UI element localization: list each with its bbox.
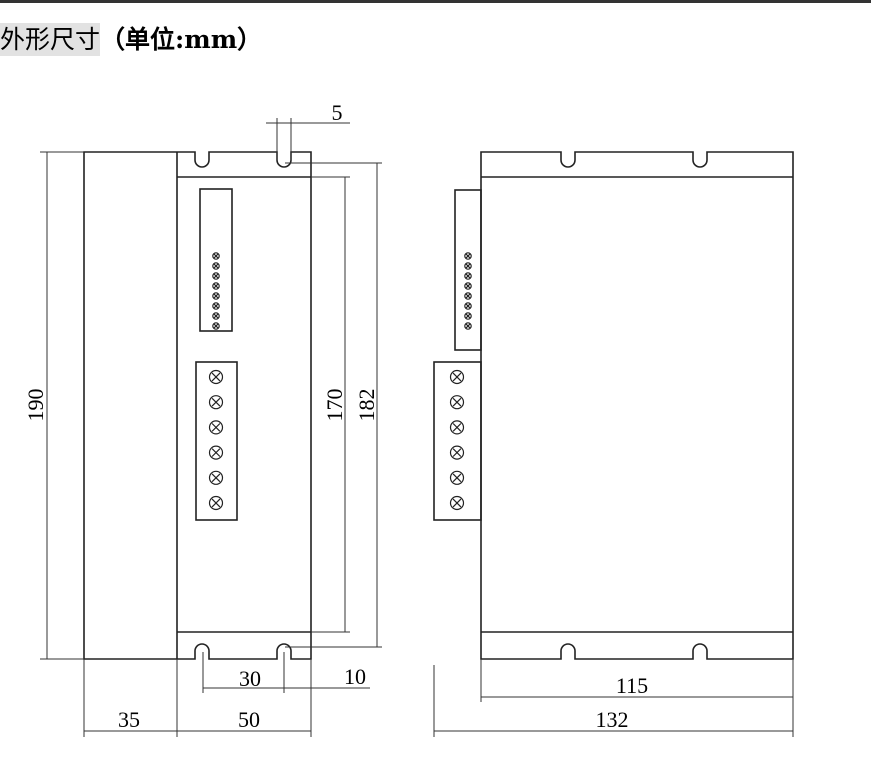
side-outline (480, 151, 794, 660)
dim-182: 182 (354, 389, 379, 422)
led-icon (464, 322, 472, 330)
terminal-screw-icon (449, 395, 465, 410)
terminal-screw-icon (208, 470, 224, 485)
led-icon (212, 292, 220, 300)
led-icon (464, 302, 472, 310)
terminal-screw-icon (449, 420, 465, 435)
terminal-screw-icon (208, 420, 224, 435)
dim-35: 35 (118, 707, 140, 732)
dim-170: 170 (322, 389, 347, 422)
led-icon (464, 292, 472, 300)
terminal-screw-icon (208, 445, 224, 460)
top-rule (0, 0, 871, 3)
side-indicator-panel (454, 189, 482, 351)
front-outline (83, 151, 312, 660)
led-icon (212, 322, 220, 330)
dim-132: 132 (596, 707, 629, 732)
terminal-screw-icon (208, 495, 224, 511)
led-icon (464, 282, 472, 290)
dim-30: 30 (239, 666, 261, 691)
terminal-block (195, 361, 238, 521)
led-icon (212, 252, 220, 260)
dim-190: 190 (23, 389, 48, 422)
terminal-screw-icon (449, 369, 465, 385)
dimension-lines (40, 118, 794, 737)
dim-10: 10 (344, 664, 366, 689)
led-icon (212, 272, 220, 280)
indicator-panel (199, 188, 233, 332)
led-icon (212, 302, 220, 310)
led-icon (212, 282, 220, 290)
led-icon (464, 312, 472, 320)
title-unit: （单位:mm） (100, 25, 263, 54)
led-icon (464, 262, 472, 270)
dim-50: 50 (238, 707, 260, 732)
led-icon (464, 252, 472, 260)
led-icon (212, 312, 220, 320)
terminal-screw-icon (449, 495, 465, 511)
led-icon (464, 272, 472, 280)
page-title: 外形尺寸（单位:mm） (0, 20, 262, 56)
side-view (433, 151, 794, 660)
terminal-screw-icon (449, 470, 465, 485)
terminal-screw-icon (449, 445, 465, 460)
side-terminal-block (433, 361, 482, 521)
front-view (83, 151, 312, 660)
led-icon (212, 262, 220, 270)
dim-5: 5 (332, 100, 343, 125)
terminal-screw-icon (208, 395, 224, 410)
screw-icons (208, 252, 472, 511)
terminal-screw-icon (208, 369, 224, 385)
dim-115: 115 (616, 673, 648, 698)
title-main: 外形尺寸 (0, 23, 101, 56)
